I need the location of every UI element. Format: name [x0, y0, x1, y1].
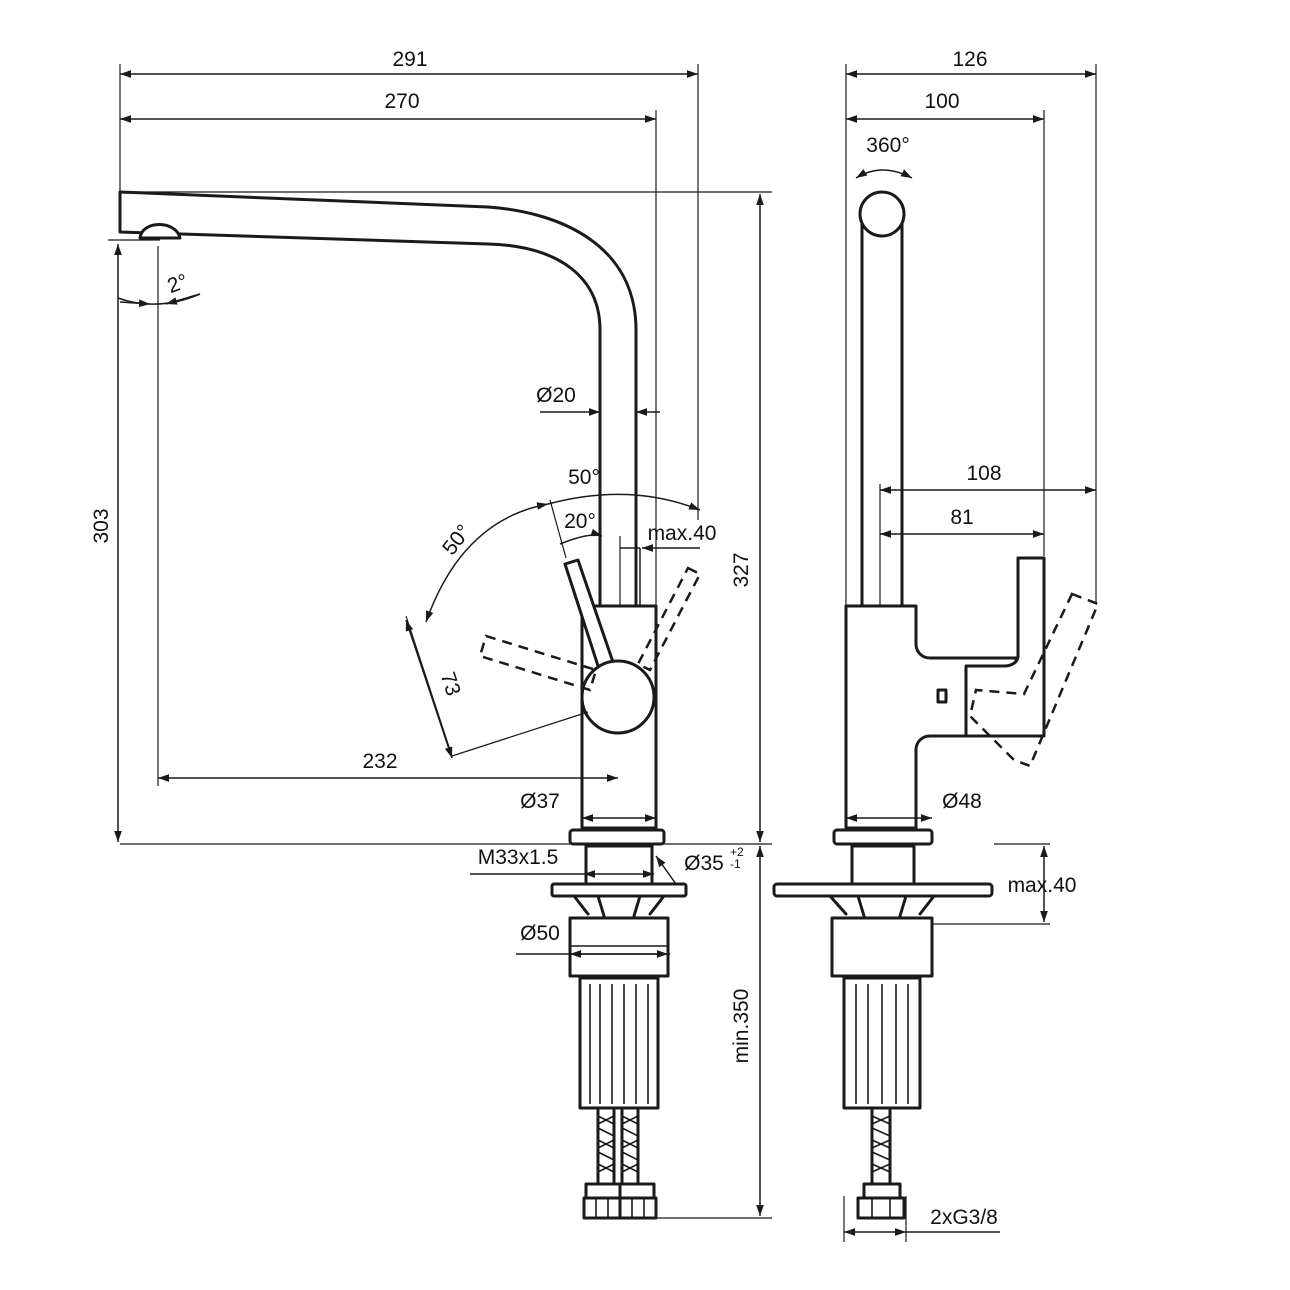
front-ribbed-sleeve: [578, 976, 660, 1110]
label-50-left: 50°: [438, 520, 476, 559]
front-nut: [568, 916, 670, 978]
side-fitting: [862, 1182, 902, 1200]
label-d35: Ø35: [684, 852, 724, 875]
label-270: 270: [384, 90, 419, 113]
label-d48: Ø48: [942, 790, 982, 813]
front-fitting-left: [584, 1182, 622, 1200]
label-73: 73: [436, 669, 465, 698]
side-ribbed-sleeve: [842, 976, 922, 1110]
front-lever-left-dashed: [478, 634, 598, 692]
label-232: 232: [362, 750, 397, 773]
side-fixing-bracket: [828, 894, 936, 918]
label-max40-lever: max.40: [648, 522, 717, 545]
front-fitting-right: [618, 1182, 656, 1200]
front-lever: [563, 558, 617, 674]
label-108: 108: [966, 462, 1001, 485]
side-lever-dashed: [968, 592, 1100, 768]
front-lever-right-dashed: [636, 566, 702, 672]
label-126: 126: [952, 48, 987, 71]
label-360: 360°: [866, 134, 909, 157]
front-view: [118, 190, 702, 1220]
label-connections: 2xG3/8: [930, 1206, 998, 1229]
side-lever: [964, 556, 1046, 738]
side-body: [844, 604, 1018, 830]
front-base-ring: [568, 828, 666, 846]
label-81: 81: [950, 506, 973, 529]
label-100: 100: [924, 90, 959, 113]
label-d35-tol-minus: -1: [730, 857, 741, 871]
side-hex-nut: [856, 1196, 906, 1220]
side-shank: [850, 844, 916, 886]
label-291: 291: [392, 48, 427, 71]
label-20: 20°: [564, 510, 596, 533]
label-max40-counter: max.40: [1008, 874, 1077, 897]
dimension-labels: 291 270 126 100 360° 2° Ø20 50° 50° 20° …: [90, 48, 1076, 1229]
side-fixing-plate: [772, 882, 994, 898]
label-50-top: 50°: [568, 466, 600, 489]
label-d20: Ø20: [536, 384, 576, 407]
front-lever-hub: [580, 659, 656, 735]
side-indicator: [936, 688, 948, 704]
front-body: [580, 604, 658, 830]
label-327: 327: [730, 552, 753, 587]
side-view: [772, 190, 1100, 1220]
side-nut: [830, 916, 934, 978]
side-spout-head: [858, 190, 906, 238]
label-min350: min.350: [730, 989, 753, 1064]
front-aerator: [138, 223, 182, 240]
front-nut-right: [618, 1196, 658, 1220]
label-m33: M33x1.5: [478, 846, 559, 869]
label-d50: Ø50: [520, 922, 560, 945]
front-fixing-plate: [550, 882, 688, 898]
label-303: 303: [90, 508, 113, 543]
label-d35-tol-plus: +2: [730, 845, 744, 859]
label-d37: Ø37: [520, 790, 560, 813]
side-spout-tube: [860, 192, 904, 608]
front-fixing-bracket: [572, 894, 666, 918]
label-2deg: 2°: [164, 270, 191, 298]
dimension-lines: [108, 64, 1097, 1242]
side-base-ring: [832, 828, 934, 846]
front-nut-left: [582, 1196, 622, 1220]
front-shank: [584, 844, 654, 886]
